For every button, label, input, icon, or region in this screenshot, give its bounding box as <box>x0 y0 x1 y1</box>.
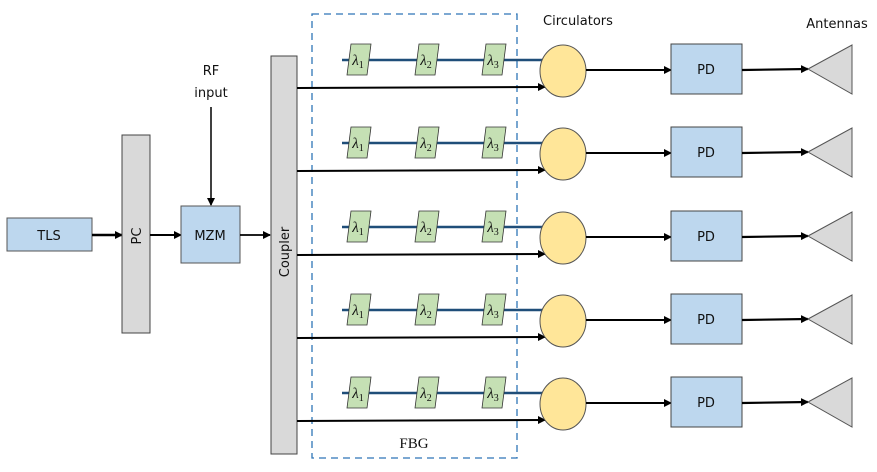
grating-shape <box>346 43 372 76</box>
grating-2: λ2 <box>414 126 440 159</box>
grating-label: λ3 <box>486 303 499 321</box>
grating-label: λ3 <box>486 220 499 238</box>
grating-2: λ2 <box>414 210 440 243</box>
grating-3: λ3 <box>481 43 507 76</box>
pd-label: PD <box>697 396 715 411</box>
grating-shape <box>346 376 372 409</box>
pd-block <box>670 43 743 95</box>
rf-label-line1: RF <box>203 64 220 79</box>
pd-label: PD <box>697 313 715 328</box>
grating-3: λ3 <box>481 376 507 409</box>
grating-3: λ3 <box>481 126 507 159</box>
mzm-block: MZM <box>180 205 241 264</box>
arrow-coupler-to-circulator <box>296 250 546 259</box>
pd-label: PD <box>697 63 715 78</box>
grating-shape <box>414 126 440 159</box>
grating-label: λ2 <box>419 386 432 404</box>
fbg-label: FBG <box>399 436 428 452</box>
arrow-pd-to-antenna <box>741 398 809 407</box>
pc-block: PC <box>121 134 151 334</box>
arrow-coupler-to-circulator <box>296 416 546 425</box>
circulator <box>539 377 587 431</box>
circulator <box>539 211 587 265</box>
grating-1: λ1 <box>346 293 372 326</box>
circulators-label: Circulators <box>543 14 613 29</box>
grating-label: λ3 <box>486 386 499 404</box>
grating-1: λ1 <box>346 43 372 76</box>
grating-label: λ3 <box>486 136 499 154</box>
grating-label: λ2 <box>419 53 432 71</box>
arrow-pd-to-antenna <box>741 65 809 74</box>
rf-label-line2: input <box>194 86 227 101</box>
grating-3: λ3 <box>481 210 507 243</box>
grating-2: λ2 <box>414 376 440 409</box>
antenna-icon <box>806 44 853 95</box>
tls-block: TLS <box>6 217 93 252</box>
grating-shape <box>481 376 507 409</box>
antenna-icon <box>806 127 853 178</box>
grating-2: λ2 <box>414 293 440 326</box>
grating-label: λ1 <box>351 303 364 321</box>
pc-label: PC <box>130 228 145 245</box>
grating-shape <box>346 126 372 159</box>
circulator <box>539 44 587 98</box>
coupler-label: Coupler <box>278 226 293 277</box>
antenna-icon <box>806 211 853 262</box>
arrow-pd-to-antenna <box>741 148 809 157</box>
grating-3: λ3 <box>481 293 507 326</box>
mzm-label: MZM <box>194 229 225 244</box>
grating-label: λ3 <box>486 53 499 71</box>
arrow-coupler-to-circulator <box>296 83 546 92</box>
grating-1: λ1 <box>346 126 372 159</box>
grating-shape <box>481 293 507 326</box>
grating-label: λ2 <box>419 136 432 154</box>
grating-shape <box>414 210 440 243</box>
antennas-label: Antennas <box>806 17 868 32</box>
grating-label: λ2 <box>419 220 432 238</box>
antenna-icon <box>806 294 853 345</box>
circulator <box>539 294 587 348</box>
grating-shape <box>481 210 507 243</box>
grating-1: λ1 <box>346 210 372 243</box>
arrow-pd-to-antenna <box>741 315 809 324</box>
tls-label: TLS <box>36 229 60 244</box>
grating-shape <box>414 43 440 76</box>
arrow-coupler-to-circulator <box>296 333 546 342</box>
coupler-block: Coupler <box>270 55 298 455</box>
grating-label: λ1 <box>351 220 364 238</box>
fbg-group-box <box>311 13 518 459</box>
grating-shape <box>346 293 372 326</box>
arrow-coupler-to-circulator <box>296 166 546 175</box>
grating-label: λ1 <box>351 386 364 404</box>
grating-1: λ1 <box>346 376 372 409</box>
arrow-pd-to-antenna <box>741 232 809 241</box>
grating-shape <box>481 43 507 76</box>
grating-shape <box>346 210 372 243</box>
pd-label: PD <box>697 146 715 161</box>
circulator <box>539 127 587 181</box>
grating-label: λ1 <box>351 136 364 154</box>
grating-shape <box>414 293 440 326</box>
grating-shape <box>481 126 507 159</box>
pd-block <box>670 293 743 345</box>
grating-shape <box>414 376 440 409</box>
grating-2: λ2 <box>414 43 440 76</box>
pd-block <box>670 126 743 178</box>
grating-label: λ2 <box>419 303 432 321</box>
pd-label: PD <box>697 230 715 245</box>
antenna-icon <box>806 377 853 428</box>
grating-label: λ1 <box>351 53 364 71</box>
